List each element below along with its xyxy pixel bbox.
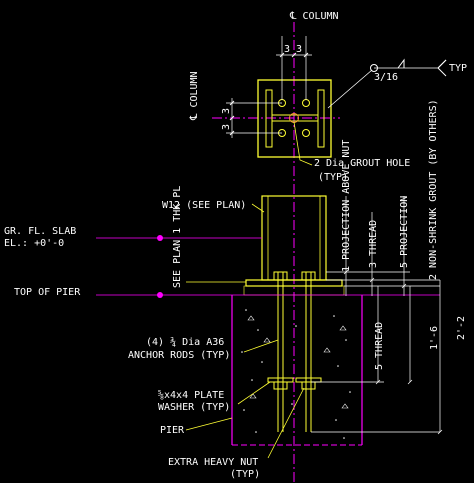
dim-1-6-text: 1'-6 (429, 326, 440, 350)
thread-top-text: 3 THREAD (368, 220, 379, 268)
anchor-rods-leader (243, 339, 279, 353)
slab-level-marker (157, 235, 163, 241)
weld-tail-upper (437, 59, 447, 69)
projection-above-nut-text: 1 PROJECTION ABOVE NUT (341, 140, 352, 272)
w12-leader (251, 203, 265, 213)
weld-size-text: 3/16 (374, 72, 398, 83)
top-nut-right (301, 271, 316, 281)
weld-leader (327, 69, 373, 109)
pier-leader (185, 417, 233, 431)
heavy-nut-left (273, 381, 288, 390)
vertical-dimensions (311, 196, 443, 435)
see-plan-pl-text: SEE PLAN 1 THK PL (172, 186, 183, 288)
thread-bottom-text: 5 THREAD (374, 322, 385, 370)
plan-view: 3 3 ℄ COLUMN 3 3 ℄ COLUMN 3/16 TYP 2 Dia… (189, 11, 467, 183)
grout-hole-text: 2 Dia GROUT HOLE (314, 158, 410, 169)
elevation-view: 1 PROJECTION ABOVE NUT 3 THREAD 5 PROJEC… (4, 99, 467, 480)
dim-2-2-text: 2'-2 (456, 316, 467, 340)
dim-3a-text: 3 (284, 44, 290, 55)
dim-3b-text: 3 (296, 44, 302, 55)
weld-typ-text: TYP (449, 63, 467, 74)
non-shrink-grout-text: 2 NON-SHRINK GROUT (BY OTHERS) (428, 99, 439, 280)
plate-washer-text-2: WASHER (TYP) (158, 402, 230, 413)
top-of-pier-text: TOP OF PIER (14, 287, 81, 298)
heavy-nut-right (301, 381, 316, 390)
column-top-label: ℄ COLUMN (289, 11, 339, 22)
column-web (271, 114, 319, 122)
dim-3d-text: 3 (221, 124, 232, 130)
grout-hole-leader (293, 121, 313, 166)
column-side-label: ℄ COLUMN (189, 71, 200, 121)
dim-3c-text: 3 (221, 108, 232, 114)
fillet-weld-symbol (397, 58, 405, 69)
elevation-text: EL.: +0'-0 (4, 238, 64, 249)
pier-text: PIER (160, 425, 185, 436)
heavy-nut-text-1: EXTRA HEAVY NUT (168, 457, 258, 468)
anchor-rods-text-2: ANCHOR RODS (TYP) (128, 350, 230, 361)
heavy-nut-leader (267, 387, 305, 459)
dim-tick-5 (229, 115, 235, 121)
concrete-hatch (241, 309, 351, 439)
anchor-hole-4 (302, 129, 310, 137)
plate-washer-text-1: ⅝x4x4 PLATE (158, 389, 224, 401)
plate-washer-leader (237, 381, 271, 405)
dim-tick-2 (291, 52, 297, 58)
grout-hole-typ-text: (TYP) (318, 172, 348, 183)
weld-tail-lower (437, 67, 447, 77)
dim-tick-6 (229, 130, 235, 136)
dim-tick-3 (303, 52, 309, 58)
projection-text: 5 PROJECTION (399, 196, 410, 268)
dim-tick-1 (279, 52, 285, 58)
top-nut-left (273, 271, 288, 281)
dim-tick-4 (229, 100, 235, 106)
gr-fl-slab-text: GR. FL. SLAB (4, 226, 76, 237)
heavy-nut-text-2: (TYP) (230, 469, 260, 480)
w12-text: W12 (SEE PLAN) (162, 200, 246, 211)
top-of-pier-marker (157, 292, 163, 298)
anchor-rods-text-1: (4) ¾ Dia A36 (146, 336, 224, 348)
base-plate-plan (257, 79, 332, 158)
